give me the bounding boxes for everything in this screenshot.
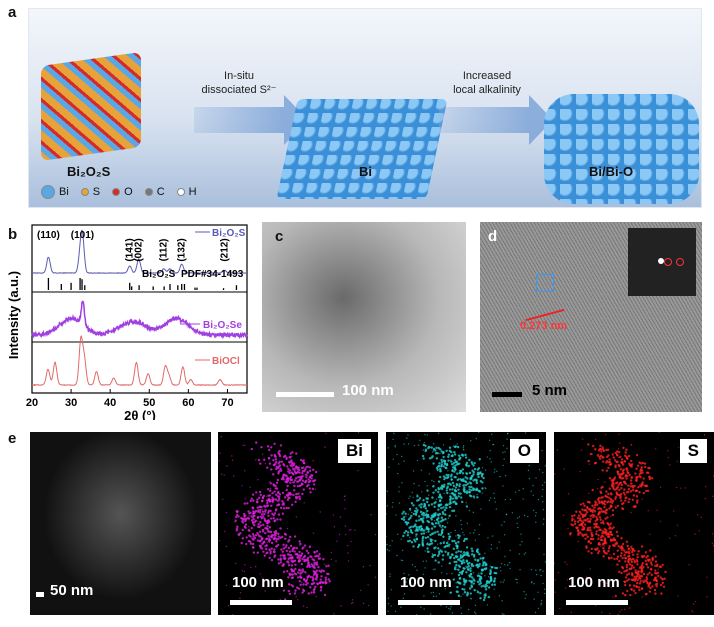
fft-spot [664,258,672,266]
haadf-image: 50 nm [30,432,211,615]
arrow2-line2: local alkalinity [453,84,521,96]
legend-item: H [176,185,197,199]
arrow1-text: In-situ dissociated S²⁻ [189,69,289,97]
reference-label: Bi₂O₂S [142,269,176,280]
legend-item: O [112,185,133,199]
element-label: O [508,438,540,464]
scale-bar [398,600,460,605]
arrow1-line2: dissociated S²⁻ [201,84,277,96]
fft-spot [676,258,684,266]
panel-label-c: c [275,228,284,245]
scale-text: 100 nm [400,574,452,591]
eds-map-bi: Bi 100 nm [218,432,378,615]
eds-map-s: S 100 nm [554,432,714,615]
legend-item: C [144,185,165,199]
legend-label: Bi₂O₂S [212,228,246,239]
series-line-2 [31,335,247,387]
scale-bar [36,592,44,597]
legend-item: S [80,185,101,199]
x-tick-label: 50 [143,397,155,409]
atom-s-icon [80,188,89,196]
peak-label: (141) [125,238,136,261]
atom-legend: Bi S O C H [41,185,197,199]
peak-label: (101) [71,230,94,241]
scale-bar [492,392,522,397]
x-tick-label: 70 [221,397,233,409]
peak-label: (212) [219,238,230,261]
fft-inset [628,228,696,296]
bi-bio-crystal [544,94,699,204]
peak-label: (112) [159,239,170,262]
legend-label: C [156,186,165,198]
scale-text: 100 nm [232,574,284,591]
x-tick-label: 20 [26,397,38,409]
bi2o2s-crystal [41,51,141,162]
element-label: Bi [337,438,372,464]
selected-region [536,274,554,292]
legend-label: O [124,186,133,198]
arrow2-line1: Increased [462,70,512,82]
scale-text: 100 nm [342,382,394,399]
scale-bar [566,600,628,605]
scale-text: 100 nm [568,574,620,591]
xrd-chart: 20 30 40 50 60 70 2θ (°) Intensity (a.u.) Bi₂O₂S… [6,224,248,420]
legend-label: S [92,186,101,198]
legend-label: Bi₂O₂Se [203,320,242,331]
atom-h-icon [176,188,185,196]
element-label: S [678,438,708,464]
bi-crystal [276,99,448,199]
element-distribution [218,432,377,615]
scale-bar [230,600,292,605]
x-axis-label: 2θ (°) [124,408,156,420]
stage-label-bi2o2s: Bi₂O₂S [67,164,111,179]
peak-label: (132) [177,238,188,261]
series-line-0 [31,229,248,274]
legend-label: H [188,186,197,198]
arrow-2 [439,95,553,145]
hrtem-image: d 0.273 nm 5 nm [480,222,702,412]
d-spacing-label: 0.273 nm [520,320,568,332]
scale-bar [276,392,334,397]
arrow2-text: Increased local alkalinity [437,69,537,97]
legend-label: BiOCl [212,356,240,367]
tem-image: 100 nm [262,222,466,412]
peak-label: (002) [134,238,145,261]
arrow1-line1: In-situ [224,70,254,82]
x-tick-label: 40 [104,397,116,409]
reference-card: PDF#34-1493 [181,269,244,280]
atom-c-icon [144,188,153,196]
panel-label-d: d [488,228,498,245]
x-tick-label: 30 [65,397,77,409]
stage-label-bibio: Bi/Bi-O [589,164,634,179]
eds-map-o: O 100 nm [386,432,546,615]
peak-label: (110) [37,230,60,241]
x-tick-label: 60 [182,397,194,409]
element-distribution [554,432,714,615]
y-axis-label: Intensity (a.u.) [6,271,21,359]
series-line-1 [31,300,248,340]
atom-o-icon [112,188,121,196]
element-distribution [386,432,546,615]
panel-label-b: b [8,226,18,243]
panel-label-e: e [8,430,17,447]
legend-item: Bi [41,185,69,199]
scale-text: 5 nm [532,382,568,399]
stage-label-bi: Bi [359,164,372,179]
arrow-1 [194,95,308,145]
panel-label-a: a [8,4,17,21]
schematic-panel: Bi₂O₂S In-situ dissociated S²⁻ Bi Increas… [28,8,702,208]
plot-frame [31,224,248,394]
legend-label: Bi [59,186,69,198]
scale-text: 50 nm [50,582,94,599]
atom-bi-icon [41,185,55,199]
fft-center [658,258,664,264]
